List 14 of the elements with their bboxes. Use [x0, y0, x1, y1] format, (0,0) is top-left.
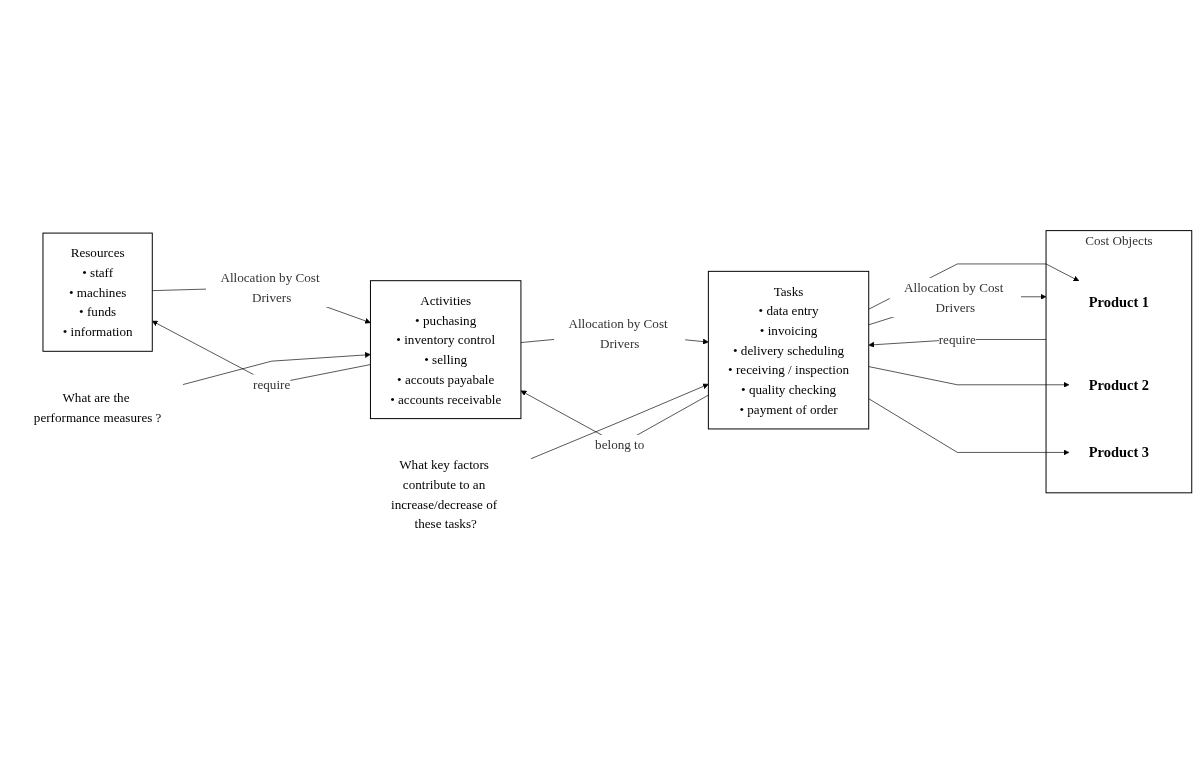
node-text: What are the performance measures ?	[33, 389, 161, 424]
node-text: Product 2	[1088, 376, 1149, 393]
node-box: Activities • puchasing • inventory control • selling • accouts payabale • accounts receivable	[369, 279, 521, 419]
edge-label: Allocation by Cost Drivers	[219, 269, 320, 304]
edge-label: belong to	[594, 437, 644, 452]
edge-label: Allocation by Cost Drivers	[903, 279, 1003, 315]
edge-label: Allocation by Cost Drivers	[567, 315, 668, 350]
node-text: Product 1	[1088, 293, 1149, 310]
node-text: Product 3	[1088, 443, 1149, 461]
node-box: Resources • staff • machines • funds • information	[42, 232, 153, 352]
edge-label: require	[938, 331, 976, 347]
node-box: Tasks • data entry • invoicing • delivery scheduling • receiving / inspection • quality checking • payment of order	[707, 270, 869, 429]
node-text: What key factors contribute to an increase/decrease of these tasks?	[390, 456, 497, 531]
edge-label: require	[252, 376, 290, 391]
